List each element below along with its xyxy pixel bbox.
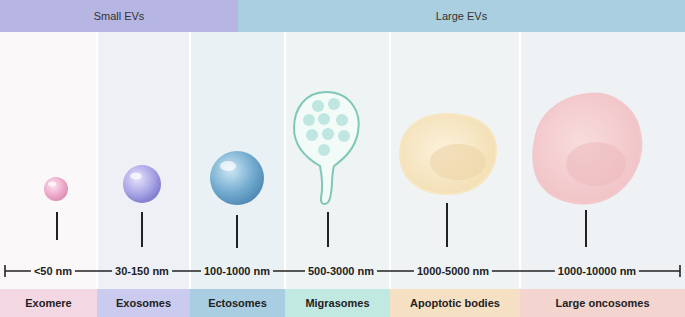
category-name: Exosomes: [116, 297, 171, 309]
size-range: 30-150 nm: [112, 265, 172, 277]
group-title: Small EVs: [94, 10, 145, 22]
category-label-box: Large oncosomes: [520, 289, 685, 317]
category-name: Large oncosomes: [555, 297, 649, 309]
size-range: <50 nm: [31, 265, 75, 277]
size-range: 500-3000 nm: [305, 265, 377, 277]
group-band: Small EVs: [0, 0, 238, 32]
category-name: Migrasomes: [305, 297, 369, 309]
category-label-box: Exomere: [0, 289, 97, 317]
category-name: Ectosomes: [208, 297, 267, 309]
category-name: Exomere: [25, 297, 71, 309]
category-label-box: Ectosomes: [190, 289, 285, 317]
size-range: 1000-5000 nm: [414, 265, 492, 277]
category-name: Apoptotic bodies: [410, 297, 500, 309]
category-label-box: Migrasomes: [285, 289, 390, 317]
category-label-box: Apoptotic bodies: [390, 289, 520, 317]
size-range: 100-1000 nm: [201, 265, 273, 277]
size-range: 1000-10000 nm: [555, 265, 639, 277]
group-band: Large EVs: [238, 0, 685, 32]
category-label-box: Exosomes: [97, 289, 190, 317]
group-title: Large EVs: [436, 10, 487, 22]
